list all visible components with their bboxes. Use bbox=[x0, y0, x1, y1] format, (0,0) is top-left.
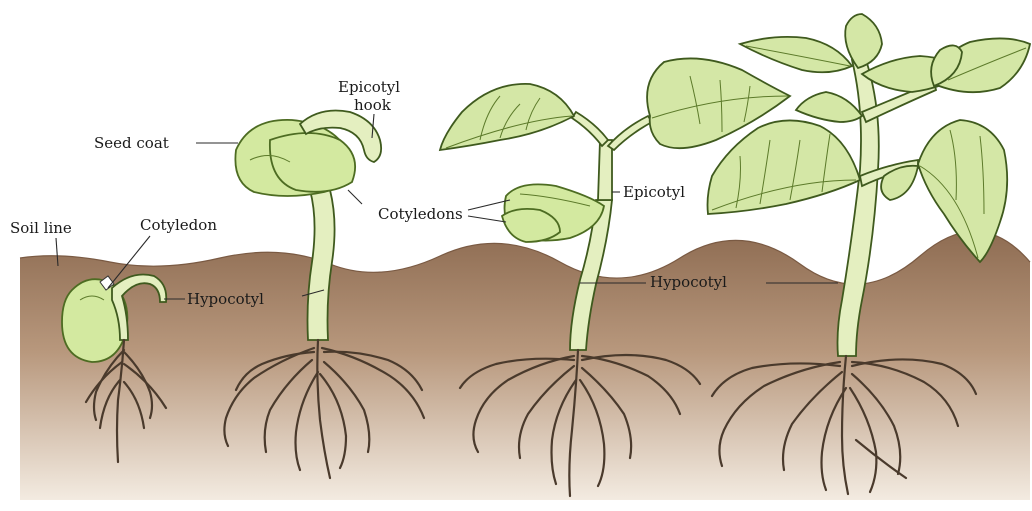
leaf-4-left-large bbox=[708, 120, 861, 214]
label-hypocotyl-2: Hypocotyl bbox=[650, 273, 727, 291]
label-epicotyl-hook-line2: hook bbox=[354, 96, 392, 114]
leaf-3-left bbox=[440, 84, 574, 150]
leaf-4-mid-left bbox=[796, 92, 862, 122]
label-epicotyl: Epicotyl bbox=[623, 183, 685, 201]
label-cotyledons: Cotyledons bbox=[378, 205, 463, 223]
label-seed-coat: Seed coat bbox=[94, 134, 169, 152]
epicotyl-3 bbox=[598, 140, 612, 200]
label-epicotyl-hook-line1: Epicotyl bbox=[338, 78, 400, 96]
label-soil-line: Soil line bbox=[10, 219, 72, 237]
label-cotyledon: Cotyledon bbox=[140, 216, 217, 234]
leaf-4-top-center bbox=[845, 14, 882, 68]
leaf-4-right-large bbox=[918, 120, 1007, 262]
leaf-4-top-left bbox=[740, 37, 852, 72]
label-hypocotyl-1: Hypocotyl bbox=[187, 290, 264, 308]
